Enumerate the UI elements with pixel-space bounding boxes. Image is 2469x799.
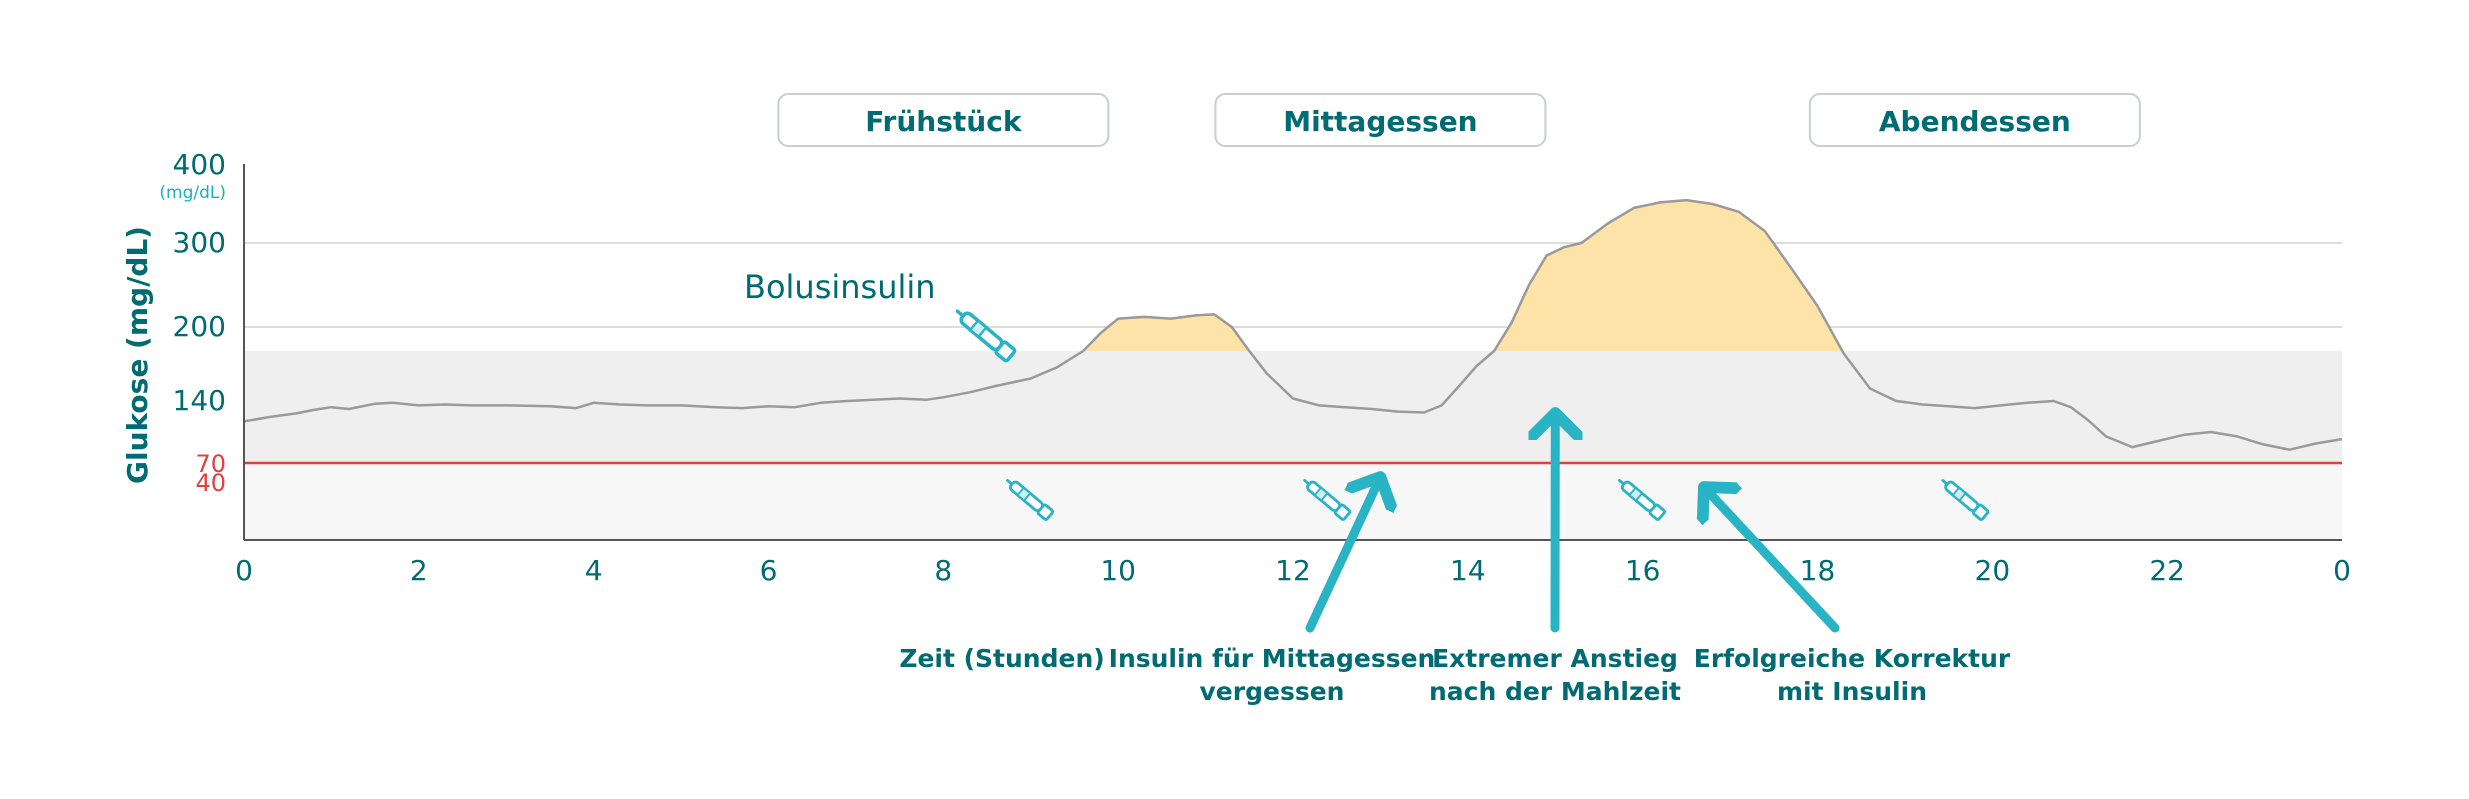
annotation-note-line: Extremer Anstieg bbox=[1432, 644, 1678, 673]
x-tick-label: 0 bbox=[235, 554, 253, 587]
annotation-note: Extremer Anstieg nach der Mahlzeit bbox=[1429, 644, 1681, 706]
meal-label: Frühstück bbox=[777, 93, 1110, 147]
annotation-note: Erfolgreiche Korrektur mit Insulin bbox=[1694, 644, 2011, 706]
x-tick-label: 8 bbox=[934, 554, 952, 587]
annotation-note-line: Insulin für Mittagessen bbox=[1109, 644, 1436, 673]
x-tick-label: 14 bbox=[1450, 554, 1486, 587]
bolus-insulin-label: Bolusinsulin bbox=[744, 268, 936, 306]
x-tick-label: 4 bbox=[585, 554, 603, 587]
annotation-arrow bbox=[1305, 477, 1380, 633]
x-tick-label: 2 bbox=[410, 554, 428, 587]
y-tick-label: 70 bbox=[195, 450, 226, 478]
x-tick-label: 0 bbox=[2333, 554, 2351, 587]
annotation-note: Insulin für Mittagessen vergessen bbox=[1109, 644, 1436, 706]
annotation-note-line: mit Insulin bbox=[1777, 677, 1927, 706]
y-tick-unit: (mg/dL) bbox=[159, 183, 226, 203]
x-tick-label: 12 bbox=[1275, 554, 1311, 587]
y-tick-label: 400 bbox=[173, 148, 226, 181]
y-tick-label: 40 bbox=[195, 469, 226, 497]
annotation-note-line: vergessen bbox=[1200, 677, 1345, 706]
annotation-note-line: nach der Mahlzeit bbox=[1429, 677, 1681, 706]
meal-box bbox=[1214, 93, 1547, 147]
meal-label: Abendessen bbox=[1808, 93, 2141, 147]
x-tick-label: 20 bbox=[1975, 554, 2011, 587]
meal-label-text: Abendessen bbox=[1879, 105, 2071, 138]
meal-box bbox=[1808, 93, 2141, 147]
x-tick-label: 6 bbox=[760, 554, 778, 587]
meal-box bbox=[777, 93, 1110, 147]
y-tick-label: 140 bbox=[173, 384, 226, 417]
meal-label: Mittagessen bbox=[1214, 93, 1547, 147]
x-tick-label: 18 bbox=[1800, 554, 1836, 587]
high-glucose-area bbox=[244, 200, 2342, 351]
y-tick-label: 200 bbox=[173, 310, 226, 343]
annotation-arrow bbox=[1704, 487, 1840, 633]
annotation-note-line: Erfolgreiche Korrektur bbox=[1694, 644, 2011, 673]
x-axis-label: Zeit (Stunden) bbox=[899, 644, 1104, 673]
x-tick-label: 16 bbox=[1625, 554, 1661, 587]
meal-label-text: Frühstück bbox=[865, 105, 1023, 138]
glucose-curve bbox=[243, 198, 2343, 451]
y-axis-label: Glukose (mg/dL) bbox=[121, 226, 154, 484]
x-tick-label: 22 bbox=[2149, 554, 2185, 587]
meal-label-text: Mittagessen bbox=[1283, 105, 1477, 138]
x-tick-label: 10 bbox=[1100, 554, 1136, 587]
low-range-band bbox=[244, 463, 2342, 540]
y-tick-label: 300 bbox=[173, 226, 226, 259]
